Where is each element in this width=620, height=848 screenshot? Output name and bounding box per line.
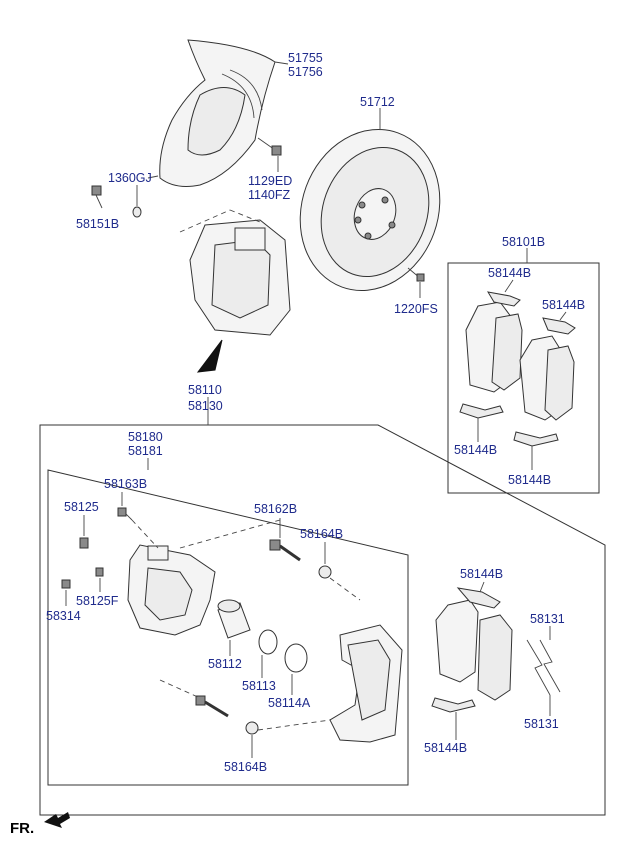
label-58162b: 58162B [254,502,297,516]
caliper-housing [127,544,216,636]
label-58130: 58130 [188,399,223,413]
label-58131-a: 58131 [530,612,565,626]
label-1129ed: 1129ED [248,174,292,188]
boot-58114a [284,643,308,673]
label-58112: 58112 [208,657,242,671]
springs-58131 [526,639,561,696]
caliper-subassembly-frame [47,469,409,786]
caliper-assembly-frame [39,424,606,816]
cap-58125f [95,567,104,577]
bleeder-58125 [79,537,89,549]
label-51756: 51756 [288,65,323,79]
label-51712: 51712 [360,95,395,109]
front-arrow-icon [44,812,70,828]
pad-kit [459,291,576,447]
label-58181: 58181 [128,444,163,458]
label-1140fz: 1140FZ [248,188,291,202]
label-58144b-c: 58144B [454,443,497,457]
caliper-bracket [329,624,403,743]
label-58144b-a: 58144B [488,266,531,280]
bolt-1129ed [257,137,282,156]
label-58110: 58110 [188,383,222,397]
piston-58112 [217,599,251,639]
label-58163b: 58163B [104,477,147,491]
label-58114a: 58114A [268,696,311,710]
label-1360gj: 1360GJ [108,171,152,185]
label-58144b-e: 58144B [460,567,503,581]
label-58151b: 58151B [76,217,119,231]
label-58131-b: 58131 [524,717,559,731]
label-58125f: 58125F [76,594,119,608]
guide-pin-58162b [269,539,301,562]
label-58144b-f: 58144B [424,741,467,755]
brake-disc [299,129,441,291]
dust-shield [159,39,276,187]
label-58180: 58180 [128,430,163,444]
plug-58314 [61,579,71,589]
label-58125: 58125 [64,500,99,514]
label-1220fs: 1220FS [394,302,438,316]
lower-pads [431,587,513,713]
label-58113: 58113 [242,679,276,693]
bolt-lower [195,695,229,718]
bolt-58151b [91,185,103,209]
label-58164b-b: 58164B [224,760,267,774]
bolt-58163b [117,507,133,521]
label-58144b-b: 58144B [542,298,585,312]
seal-58113 [258,629,278,655]
bolt-1220fs [407,267,425,282]
label-58314: 58314 [46,609,81,623]
label-58164b-a: 58164B [300,527,343,541]
caliper-assembly-top [189,219,291,373]
boot-58164b-bottom [245,721,259,735]
boot-58164b-top [318,565,332,579]
label-51755: 51755 [288,51,323,65]
label-58144b-d: 58144B [508,473,551,487]
washer-1360gj [132,206,142,218]
pad-kit-frame [447,262,600,494]
front-label: FR. [10,820,34,837]
label-58101b: 58101B [502,235,545,249]
